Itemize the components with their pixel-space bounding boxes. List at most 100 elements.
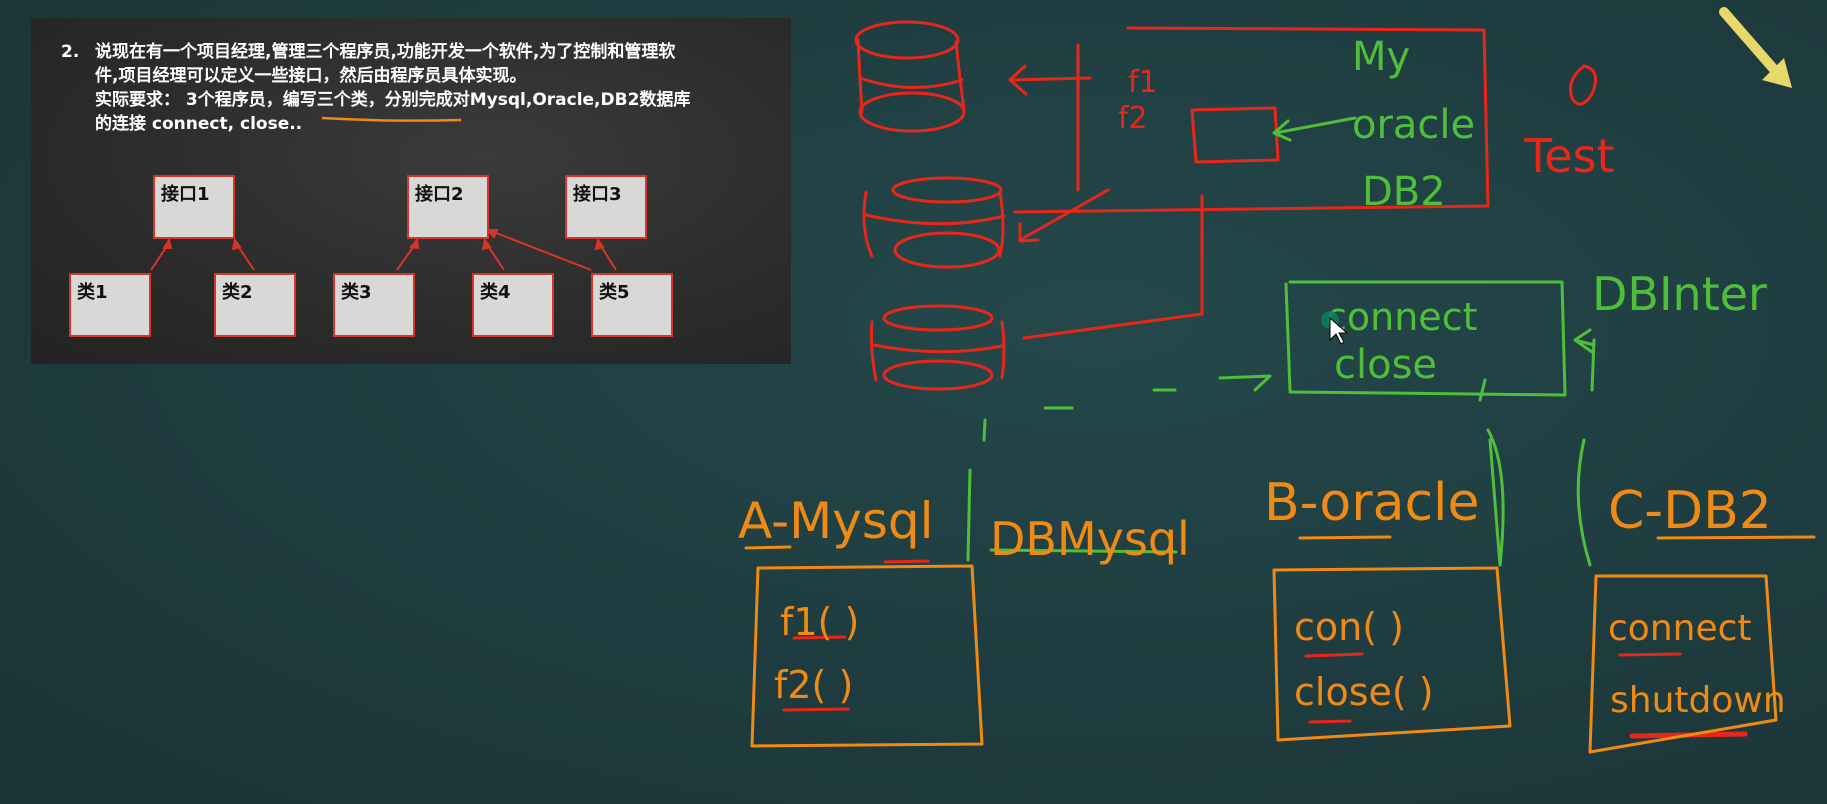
ink-stroke <box>998 190 1005 258</box>
class-5-label: 类5 <box>599 282 630 303</box>
ink-stroke <box>1719 7 1783 79</box>
interface-class-diagram <box>150 116 617 271</box>
arrow-head <box>485 229 499 239</box>
interface-box-outline <box>1288 280 1567 397</box>
ink-stroke <box>1308 719 1352 724</box>
database-cylinder-bottom <box>893 231 1001 269</box>
interface-method-connect: connect <box>1326 295 1477 339</box>
pointer-arrow-head <box>1762 58 1792 88</box>
oracle-method-2: close( ) <box>1294 670 1434 714</box>
database-cylinder-side <box>954 40 966 112</box>
ink-stroke: f1 f2 My oracle DB2 Test DBInter connect… <box>738 34 1786 721</box>
arrow-head <box>594 237 605 251</box>
ink-stroke <box>1284 282 1292 392</box>
arrow-head <box>231 237 242 251</box>
class-4-box: 类4 <box>472 273 554 337</box>
ink-stroke <box>1018 222 1040 243</box>
database-cylinder-bottom <box>882 359 994 391</box>
ink-stroke <box>982 418 987 442</box>
mysql-method-1: f1( ) <box>780 600 859 644</box>
database-cylinder-top <box>854 20 960 60</box>
class-2-box: 类2 <box>214 273 296 337</box>
class-3-label: 类3 <box>341 282 372 303</box>
ink-stroke <box>1218 374 1272 392</box>
oracle-methods-box <box>1272 566 1512 742</box>
database-cylinder-band <box>858 76 964 90</box>
oracle-header: B-oracle <box>1264 473 1480 533</box>
interface-3-box: 接口3 <box>565 175 647 239</box>
class-4-label: 类4 <box>480 282 511 303</box>
ink-stroke <box>1478 378 1487 402</box>
ink-stroke <box>150 229 617 271</box>
ink-stroke <box>1618 652 1682 657</box>
database-cylinder-side <box>870 320 878 382</box>
task-line: 说现在有一个项目经理,管理三个程序员,功能开发一个软件,为了控制和管理软 <box>95 42 676 62</box>
ink-stroke <box>792 635 847 640</box>
ink-stroke <box>1304 652 1364 658</box>
mysql-underline <box>883 559 930 564</box>
mysql-method-2: f2( ) <box>774 663 853 707</box>
ink-stroke <box>966 116 1596 567</box>
test-marker <box>1569 64 1598 106</box>
program-box-outline <box>1013 26 1490 214</box>
db2-method-1: connect <box>1608 608 1752 649</box>
ink-stroke <box>1272 119 1292 142</box>
problem-slide: 2. 说现在有一个项目经理,管理三个程序员,功能开发一个软件,为了控制和管理软 … <box>31 18 791 364</box>
ink-stroke <box>1488 438 1502 567</box>
ink-stroke <box>1656 535 1816 540</box>
ink-stroke <box>966 468 972 562</box>
db2-methods-box <box>1588 574 1778 754</box>
arrow-head <box>481 237 492 251</box>
interface-2-label: 接口2 <box>415 184 464 205</box>
relation-arrow <box>490 230 592 271</box>
oracle-method-1: con( ) <box>1294 605 1404 649</box>
ink-stroke <box>1008 64 1028 96</box>
caller-f1: f1 <box>1128 65 1158 100</box>
line-to-db3 <box>1022 194 1204 340</box>
arrow-head <box>409 237 420 250</box>
task-line: 的连接 connect, close.. <box>95 114 303 134</box>
caller-f2: f2 <box>1118 101 1148 136</box>
arrow-to-db1 <box>1008 76 1092 82</box>
task-text: 说现在有一个项目经理,管理三个程序员,功能开发一个软件,为了控制和管理软 件,项… <box>95 40 781 136</box>
task-underline <box>321 116 462 122</box>
ink-stroke <box>1329 316 1349 345</box>
ink-stroke <box>1573 328 1594 354</box>
database-cylinder-side <box>862 190 874 258</box>
mouse-cursor <box>1321 311 1349 345</box>
db2-method-2: shutdown <box>1610 680 1786 721</box>
database-cylinder-top <box>891 176 1003 204</box>
class-5-box: 类5 <box>591 273 673 337</box>
ink-stroke <box>1298 535 1392 540</box>
ink-stroke <box>744 7 1816 754</box>
class-3-box: 类3 <box>333 273 415 337</box>
database-cylinder-band <box>864 213 1006 226</box>
interface-1-label: 接口1 <box>161 184 210 205</box>
pointer-arrow <box>1719 7 1783 79</box>
ink-stroke <box>1000 320 1006 380</box>
ink-stroke <box>744 545 792 550</box>
database-cylinder-band <box>872 343 1004 354</box>
interface-1-box: 接口1 <box>153 175 235 239</box>
database-cylinder-top <box>882 304 994 332</box>
ink-stroke <box>1590 338 1596 392</box>
class-2-label: 类2 <box>222 282 253 303</box>
ink-stroke <box>782 707 850 712</box>
db-name-mysql: My <box>1352 34 1410 80</box>
mysql-header: A-Mysql <box>738 492 934 550</box>
db-name-oracle: oracle <box>1352 102 1475 148</box>
mysql-methods-box <box>750 564 984 748</box>
db-name-db2: DB2 <box>1362 169 1446 215</box>
interface-name: DBInter <box>1592 267 1767 321</box>
task-number: 2. <box>61 42 80 62</box>
task-line: 件,项目经理可以定义一些接口，然后由程序员具体实现。 <box>95 66 527 86</box>
class-1-box: 类1 <box>69 273 151 337</box>
arrow-from-db-list <box>1273 116 1357 135</box>
inner-call-box <box>1190 106 1280 164</box>
ink-stroke <box>1486 428 1505 567</box>
interface-3-label: 接口3 <box>573 184 622 205</box>
mysql-class-name: DBMysql <box>990 512 1190 566</box>
arrow-to-db2 <box>1018 188 1110 242</box>
arrow-head <box>162 237 173 249</box>
